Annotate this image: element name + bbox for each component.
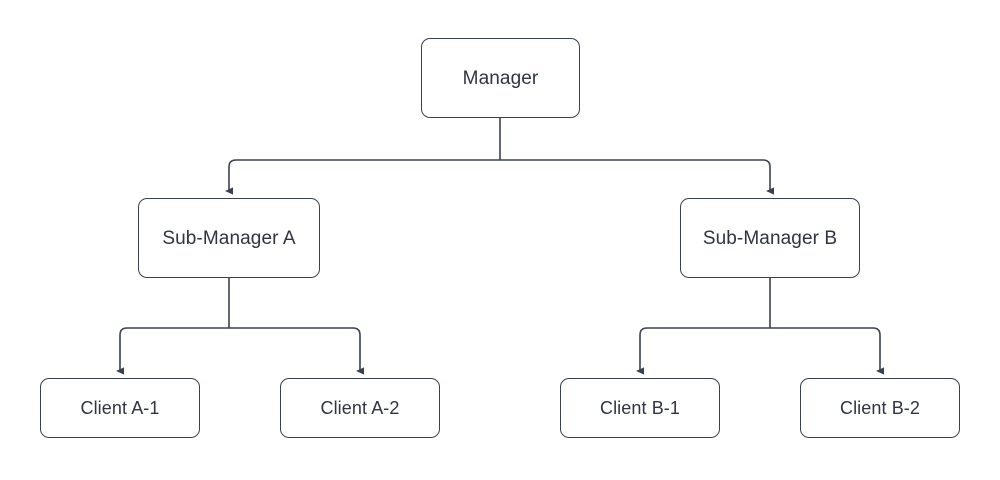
- node-client-a-2[interactable]: Client A-2: [280, 378, 440, 438]
- edge-sub-a-client-a-2: [229, 327, 365, 375]
- edge-manager-sub-a: [225, 159, 500, 195]
- node-manager[interactable]: Manager: [421, 38, 580, 118]
- node-client-b-1[interactable]: Client B-1: [560, 378, 720, 438]
- node-sub-manager-a[interactable]: Sub-Manager A: [138, 198, 320, 278]
- node-client-b-1-label: Client B-1: [599, 398, 681, 418]
- edge-sub-a-client-a-1: [116, 327, 229, 375]
- node-client-a-1[interactable]: Client A-1: [40, 378, 200, 438]
- node-client-b-2[interactable]: Client B-2: [800, 378, 960, 438]
- edge-sub-b-client-b-2: [770, 327, 885, 375]
- node-manager-label: Manager: [462, 67, 539, 89]
- edge-manager-sub-b: [500, 159, 775, 195]
- node-sub-manager-a-label: Sub-Manager A: [162, 227, 296, 249]
- node-client-b-2-label: Client B-2: [839, 398, 921, 418]
- node-sub-manager-b[interactable]: Sub-Manager B: [680, 198, 860, 278]
- node-client-a-1-label: Client A-1: [80, 398, 160, 418]
- node-sub-manager-b-label: Sub-Manager B: [702, 227, 838, 249]
- node-client-a-2-label: Client A-2: [320, 398, 400, 418]
- edge-sub-b-client-b-1: [636, 327, 770, 375]
